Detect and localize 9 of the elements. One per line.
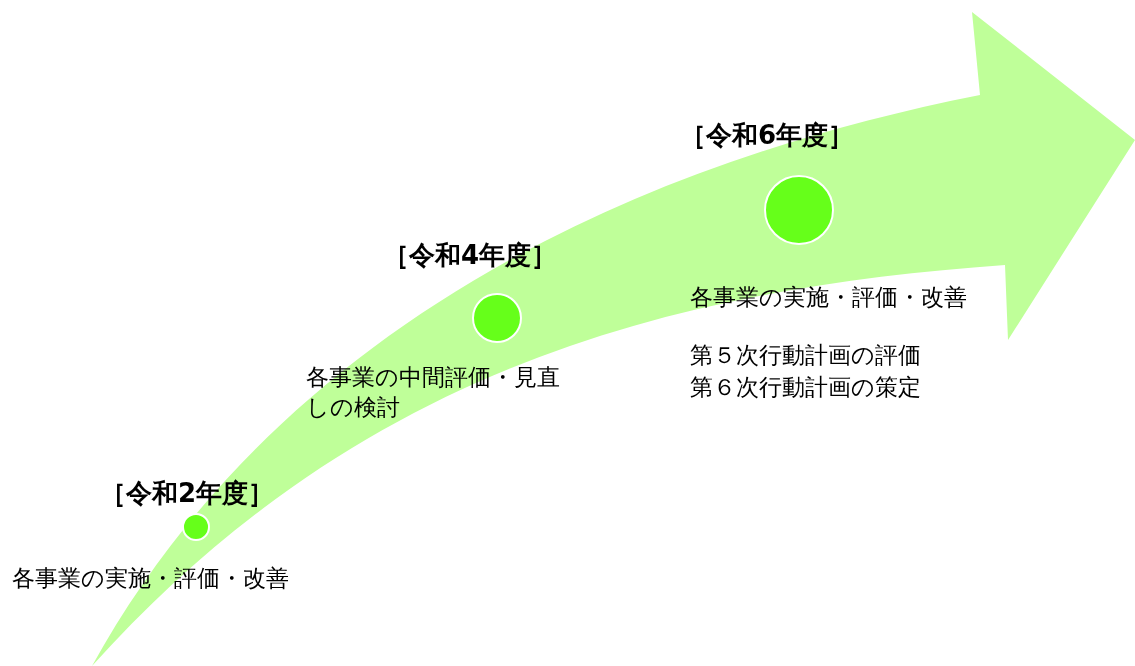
description-text: 各事業の中間評価・見直しの検討 [306,363,561,422]
milestone-circle [182,513,210,541]
description-text: 各事業の実施・評価・改善 [12,564,289,593]
year-heading: ［令和6年度］ [680,119,855,152]
description-text: 第６次行動計画の策定 [690,373,921,402]
year-heading: ［令和4年度］ [383,239,558,272]
description-text: 各事業の実施・評価・改善 [690,283,967,312]
description-text: 第５次行動計画の評価 [690,341,921,370]
year-heading: ［令和2年度］ [100,477,275,510]
